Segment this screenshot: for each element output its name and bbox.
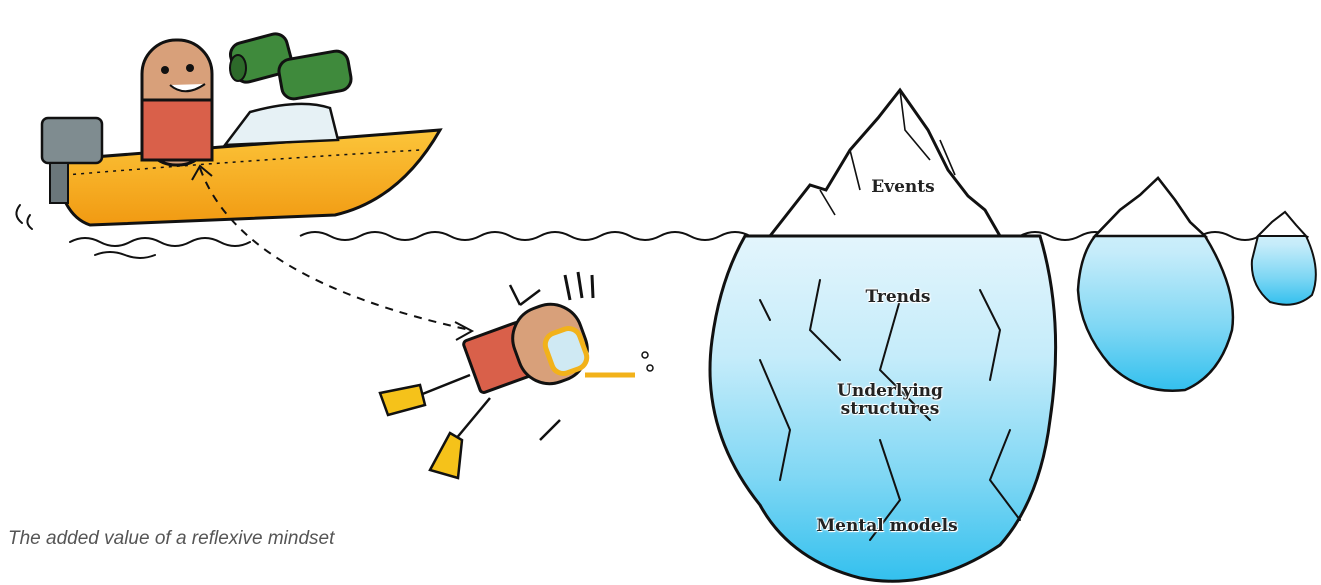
iceberg-level-trends: Trends bbox=[865, 287, 931, 307]
boat-icon bbox=[40, 102, 443, 227]
caption: The added value of a reflexive mindset bbox=[8, 528, 335, 549]
iceberg-level-underlying-structures: Underlying structures bbox=[835, 382, 945, 418]
iceberg-level-line: Underlying bbox=[837, 381, 943, 401]
main-iceberg-tip bbox=[766, 87, 1003, 238]
iceberg-level-events: Events bbox=[871, 177, 935, 197]
binoculars-icon bbox=[229, 32, 353, 101]
iceberg-level-line: structures bbox=[840, 399, 940, 419]
dashed-arrow bbox=[199, 167, 471, 331]
iceberg-level-mental-models: Mental models bbox=[816, 516, 958, 536]
main-iceberg-underwater bbox=[708, 234, 1058, 583]
diver-icon bbox=[378, 271, 654, 480]
character-in-boat bbox=[140, 38, 214, 167]
